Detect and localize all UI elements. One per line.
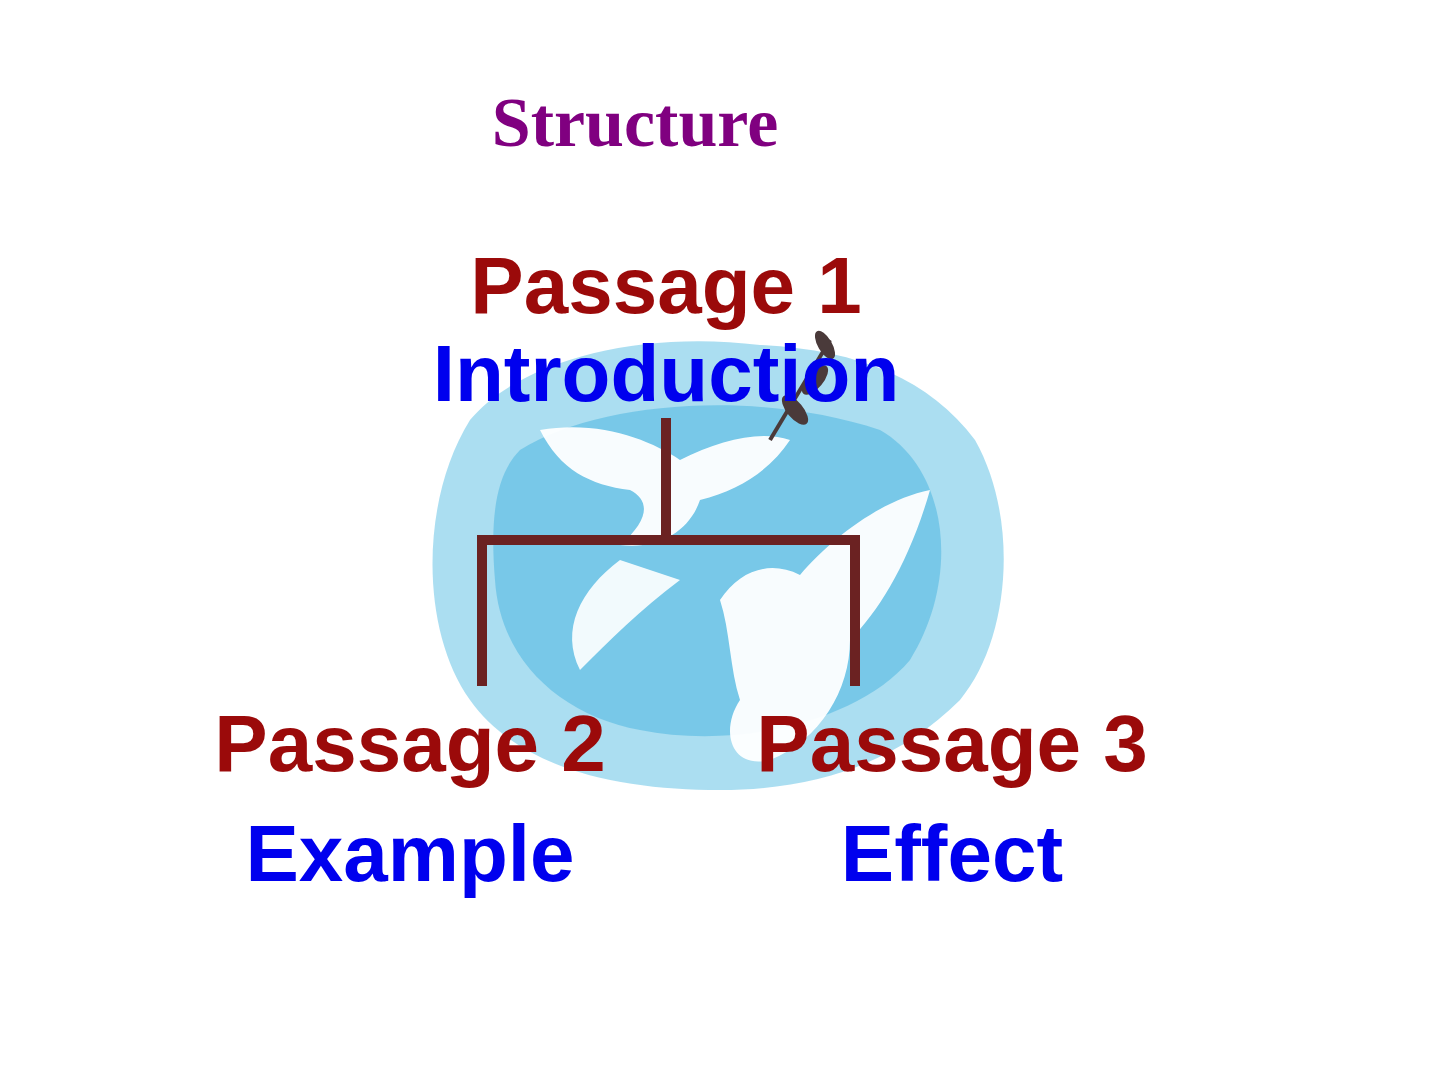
- passage-heading: Passage 3: [756, 700, 1147, 788]
- passage-heading: Passage 1: [433, 242, 900, 330]
- passage-node: Passage 2 Example: [214, 700, 605, 898]
- passage-role: Example: [214, 810, 605, 898]
- tree-connector: [666, 418, 855, 686]
- passage-node: Passage 1Introduction: [433, 242, 900, 418]
- passage-heading: Passage 2: [214, 700, 605, 788]
- dove-wing: [572, 560, 680, 670]
- passage-role: Introduction: [433, 330, 900, 418]
- passage-role: Effect: [756, 810, 1147, 898]
- passage-node: Passage 3 Effect: [756, 700, 1147, 898]
- tree-connector: [482, 418, 666, 686]
- slide-title: Structure: [0, 84, 1270, 161]
